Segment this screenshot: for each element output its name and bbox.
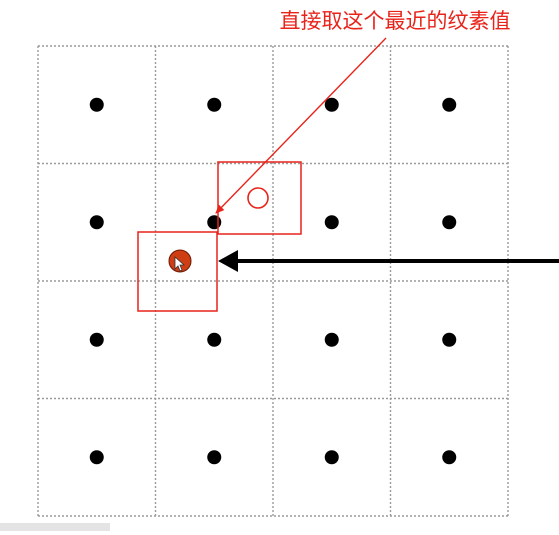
projected-sample-circle [247, 187, 269, 209]
texel-center-dot [89, 97, 104, 112]
bottom-scroll-strip [0, 523, 110, 531]
texel-center-dot [442, 450, 457, 465]
texel-center-dot [324, 97, 339, 112]
cursor-icon [174, 256, 186, 272]
texel-center-dot [89, 332, 104, 347]
texel-center-dot [89, 215, 104, 230]
annotation-label: 直接取这个最近的纹素值 [280, 9, 511, 33]
texel-center-dot [324, 215, 339, 230]
texel-grid [37, 45, 509, 517]
texel-centers [89, 97, 457, 465]
texel-center-dot [324, 332, 339, 347]
pointer-arrow-head [218, 250, 238, 272]
nearest-texel-box [217, 161, 302, 235]
texel-center-dot [207, 450, 222, 465]
texel-center-dot [207, 332, 222, 347]
annotation-arrow [215, 37, 387, 214]
texel-center-dot [442, 332, 457, 347]
sample-pixel-box [137, 231, 218, 312]
texel-center-dot [207, 97, 222, 112]
texel-center-dot [324, 450, 339, 465]
texel-center-dot [207, 215, 222, 230]
texel-center-dot [442, 97, 457, 112]
texel-center-dot [89, 450, 104, 465]
texel-center-dot [442, 215, 457, 230]
